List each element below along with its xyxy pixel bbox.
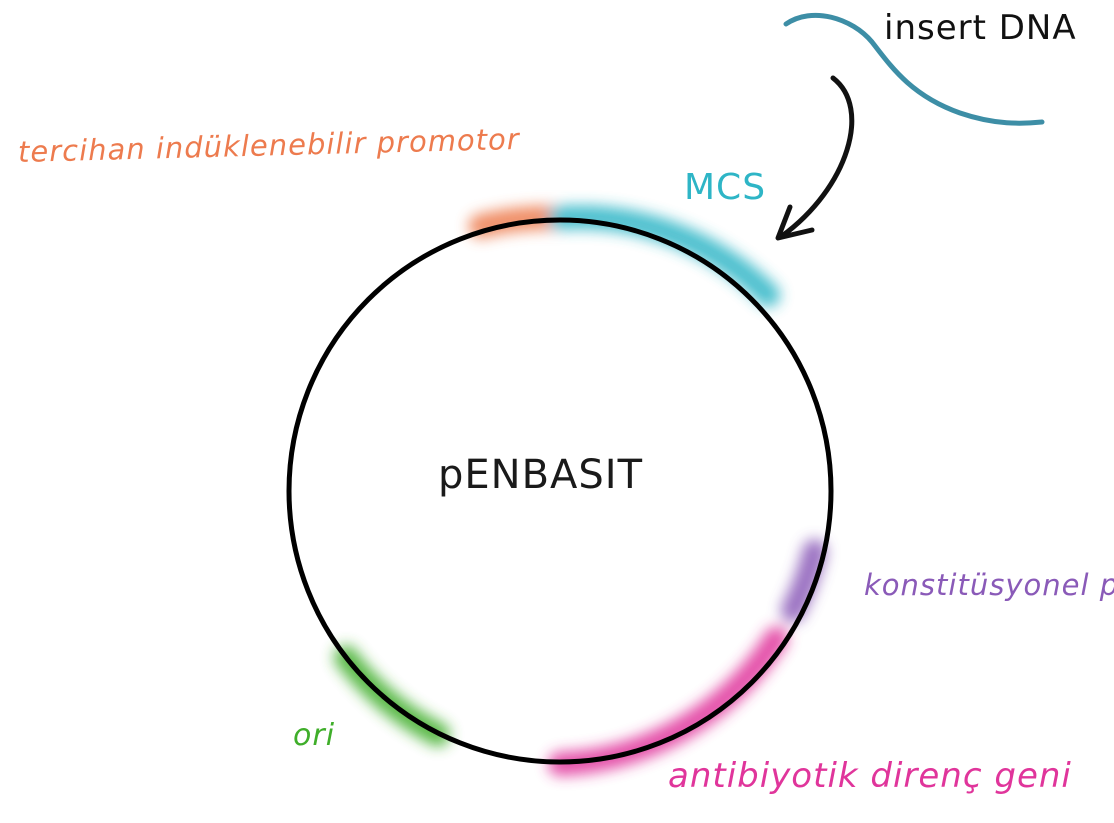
label-insert-dna: insert DNA	[884, 8, 1077, 48]
plasmid-name: pENBASIT	[438, 452, 644, 498]
label-mcs: MCS	[684, 167, 767, 208]
insertion-arrow	[779, 75, 855, 239]
insert-dna-strand	[783, 12, 1045, 126]
label-ori: ori	[293, 718, 336, 753]
plasmid-ring	[286, 217, 834, 765]
antibiotic-resistance-highlight	[548, 626, 789, 776]
label-constitutive-promoter: konstitüsyonel p	[864, 568, 1114, 602]
label-antibiotic-resistance-gene: antibiyotik direnç geni	[668, 756, 1072, 796]
insertion-arrowhead	[775, 204, 815, 241]
mcs-highlight	[548, 205, 781, 308]
constitutive-promoter-highlight	[780, 539, 827, 623]
